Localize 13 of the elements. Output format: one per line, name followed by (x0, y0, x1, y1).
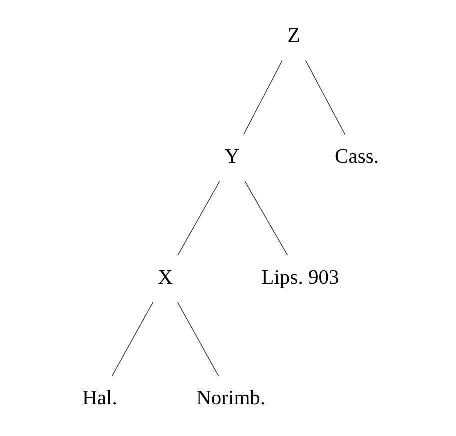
node-text: Y (224, 145, 240, 168)
connector (176, 302, 219, 376)
node-text: Cass. (334, 145, 379, 168)
connector (305, 60, 346, 135)
node-text: Z (287, 24, 300, 47)
connector (111, 302, 154, 376)
node-text: Norimb. (196, 387, 266, 410)
node-text: Lips. 903 (261, 266, 339, 288)
node-text: X (158, 266, 172, 288)
connector (244, 180, 288, 256)
node-text: Hal. (82, 387, 117, 410)
connector (243, 60, 282, 135)
connector (177, 180, 220, 256)
